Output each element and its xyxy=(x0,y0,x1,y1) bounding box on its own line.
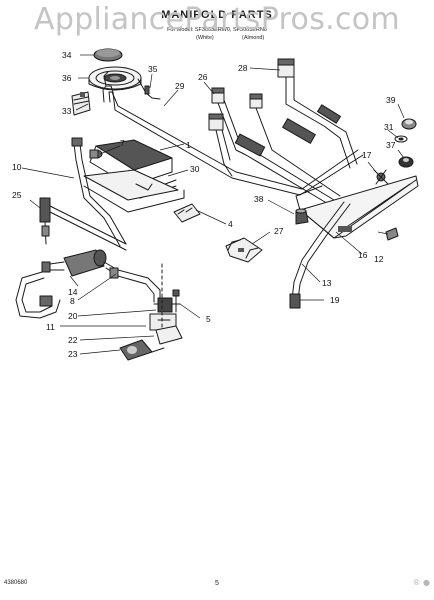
callout-39: 39 xyxy=(386,95,396,105)
fitting-37 xyxy=(398,156,414,168)
bracket-27 xyxy=(225,237,263,263)
bracket-33 xyxy=(71,91,91,116)
callout-30: 30 xyxy=(190,164,200,174)
callout-10: 10 xyxy=(12,162,22,172)
callout-38: 38 xyxy=(254,194,264,204)
callout-5: 5 xyxy=(206,314,211,324)
callout-16: 16 xyxy=(358,250,368,260)
callout-34: 34 xyxy=(62,50,72,60)
gas-line-10 xyxy=(71,137,127,247)
callout-31: 31 xyxy=(384,122,394,132)
callout-12: 12 xyxy=(374,254,384,264)
callout-28: 28 xyxy=(238,63,248,73)
burner-head-36 xyxy=(88,66,142,91)
front-rail-16 xyxy=(295,175,419,239)
orifice-22 xyxy=(155,325,183,345)
callout-11: 11 xyxy=(46,322,55,332)
callout-4: 4 xyxy=(228,219,233,229)
callout-19: 19 xyxy=(330,295,340,305)
valve-manifold-14 xyxy=(41,249,107,277)
callout-33: 33 xyxy=(62,106,72,116)
gas-line-11 xyxy=(15,271,61,319)
diagram-title: MANIFOLD PARTS xyxy=(161,9,273,21)
callout-35: 35 xyxy=(148,64,158,74)
watermark: AppliancePartsPros.com xyxy=(34,2,400,37)
callout-13: 13 xyxy=(322,278,332,288)
bracket-4 xyxy=(173,203,201,223)
spark-electrode-35 xyxy=(137,78,161,100)
model-subtitle: For Model: SF3003ERW0, SF3003ERN0 xyxy=(167,27,267,33)
callout-1: 1 xyxy=(186,140,191,150)
callout-8: 8 xyxy=(70,296,75,306)
fitting-7 xyxy=(89,149,103,159)
footer-watermark: ® ● xyxy=(412,578,430,587)
manifold-pipe-29 xyxy=(102,71,364,196)
gas-line-13 xyxy=(289,201,351,309)
burner-tube-28 xyxy=(277,58,358,169)
burner-cap-34 xyxy=(93,48,123,62)
color-label-white: (White) xyxy=(196,35,214,41)
callout-27: 27 xyxy=(274,226,284,236)
callout-37: 37 xyxy=(386,140,396,150)
callout-17: 17 xyxy=(362,150,372,160)
callout-22: 22 xyxy=(68,335,78,345)
valve-17 xyxy=(373,169,389,185)
clip-12 xyxy=(385,227,399,241)
callout-23: 23 xyxy=(68,349,78,359)
gas-line-8 xyxy=(103,261,161,303)
callout-7: 7 xyxy=(120,138,125,148)
callout-14: 14 xyxy=(68,287,78,297)
document-code: 4380680 xyxy=(4,580,28,586)
callout-25: 25 xyxy=(12,190,22,200)
callout-29: 29 xyxy=(175,81,185,91)
color-label-almond: (Almond) xyxy=(242,35,265,41)
page-number: 5 xyxy=(215,580,219,587)
callout-20: 20 xyxy=(68,311,78,321)
burner-plate-30 xyxy=(83,169,185,213)
fitting-38 xyxy=(295,208,309,225)
callout-26: 26 xyxy=(198,72,208,82)
burner-tube-assembly-26 xyxy=(208,87,341,206)
callout-36: 36 xyxy=(62,73,72,83)
knob-39 xyxy=(401,118,417,130)
seal-31 xyxy=(394,135,408,143)
valve-23 xyxy=(119,339,165,361)
burner-tube-25 xyxy=(39,197,127,251)
screw-5 xyxy=(172,289,180,313)
